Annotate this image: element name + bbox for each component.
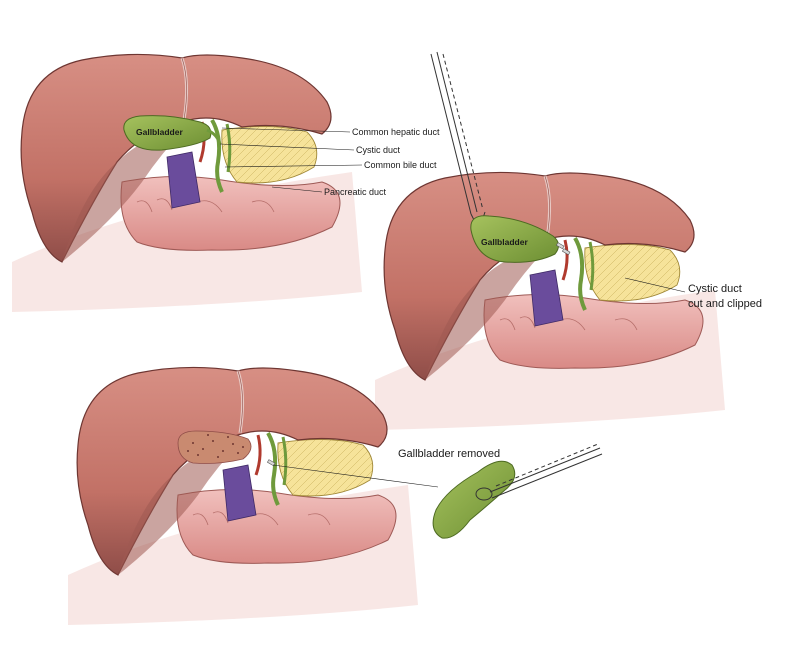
panel-cystic-duct-clipped: Gallbladder Cystic duct cut and clipped xyxy=(373,51,762,432)
callout-cystic-duct: Cystic duct xyxy=(356,145,401,155)
gallbladder-label: Gallbladder xyxy=(481,237,528,247)
grasper-instrument-2 xyxy=(475,443,603,501)
callout-cut-and-clipped: cut and clipped xyxy=(688,298,762,310)
callout-common-bile-duct: Common bile duct xyxy=(364,160,437,170)
panel-before-surgery: Gallbladder Common hepatic duct Cystic d… xyxy=(10,52,440,314)
panel-gallbladder-removed xyxy=(66,365,439,627)
callout-cystic-duct: Cystic duct xyxy=(688,283,742,295)
callout-lines xyxy=(219,127,363,193)
callout-gallbladder-removed: Gallbladder removed xyxy=(398,448,500,460)
removed-gallbladder xyxy=(432,443,603,539)
callout-common-hepatic-duct: Common hepatic duct xyxy=(352,127,440,137)
gallbladder-label: Gallbladder xyxy=(136,127,183,137)
gallbladder-bed xyxy=(177,430,252,464)
callout-pancreatic-duct: Pancreatic duct xyxy=(324,187,387,197)
surgical-clips xyxy=(555,242,571,256)
gallbladder-shape xyxy=(123,115,212,151)
bed-stippling xyxy=(187,434,244,458)
